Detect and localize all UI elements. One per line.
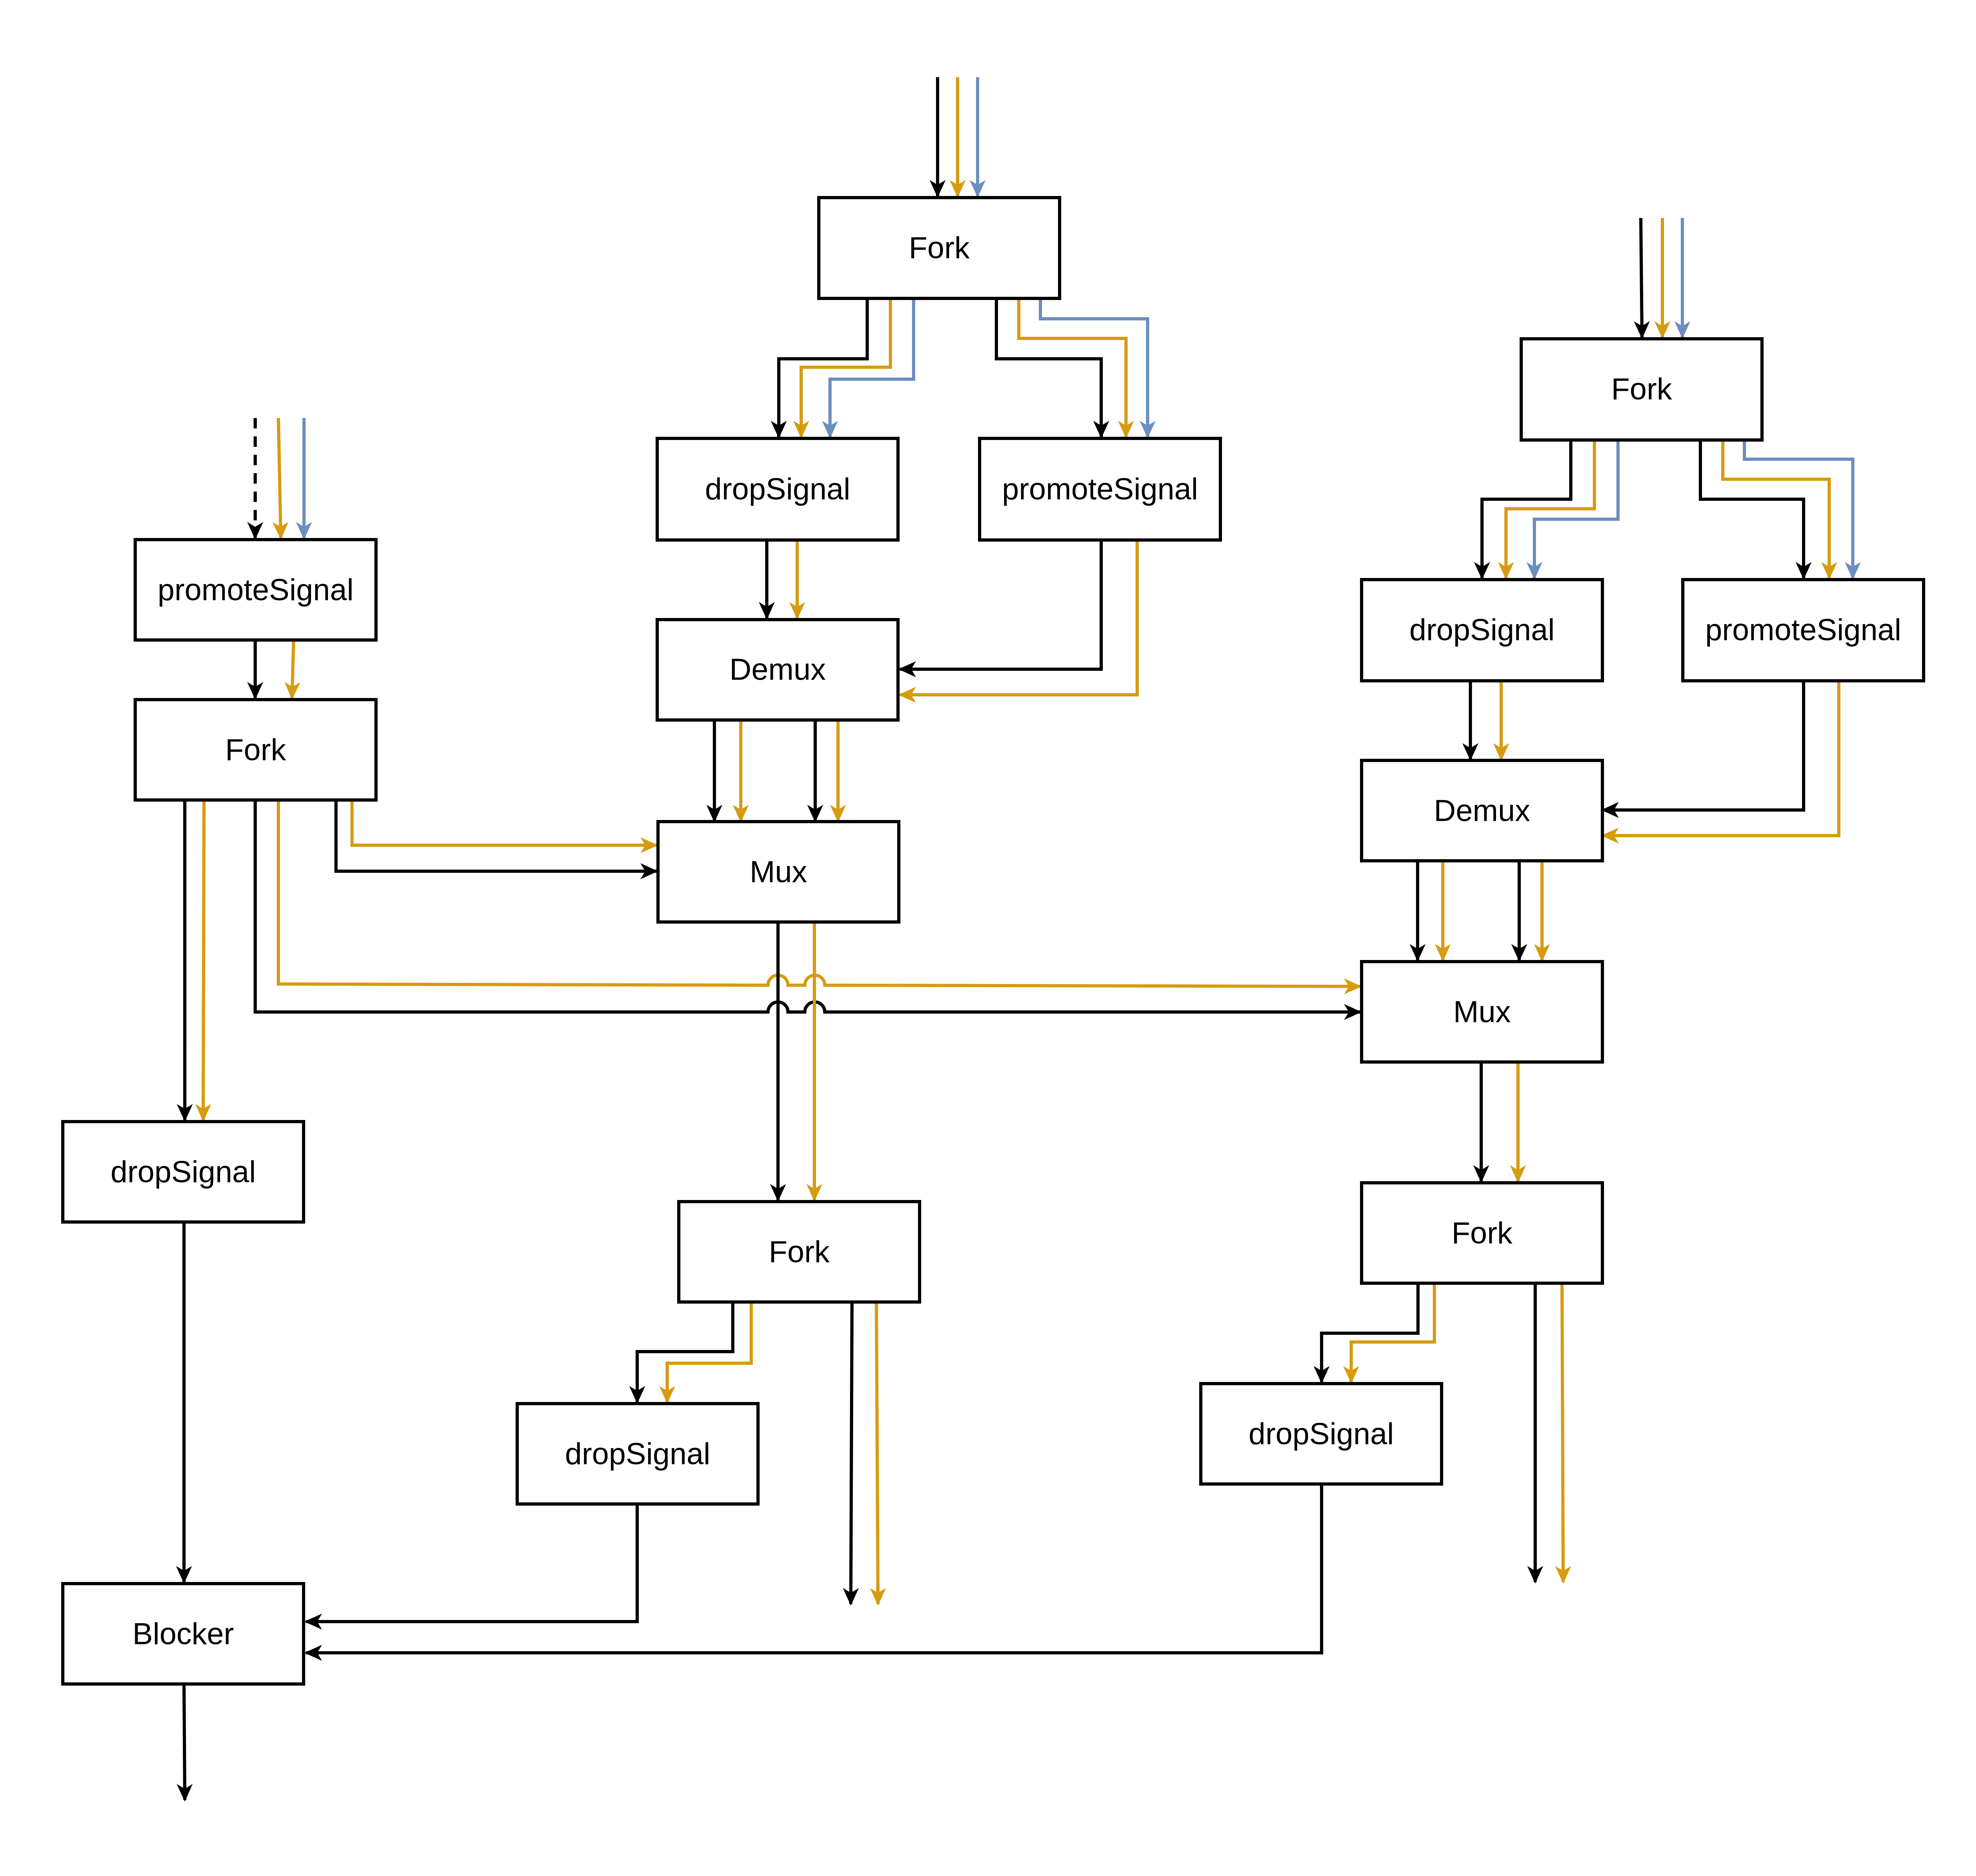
drop-signal-block-top: dropSignal [656,437,900,542]
wire-black-fork-to-drop [771,298,869,438]
wire-orange-fork-mid-output [870,1302,886,1606]
demux-block-right: Demux [1360,759,1604,862]
block-label: promoteSignal [1002,472,1198,506]
wire-black-right-input [1634,218,1650,339]
block-label: dropSignal [1409,613,1554,647]
demux-block-mid: Demux [656,618,900,722]
wire-blue-fork-right-to-promote [1743,440,1861,580]
wire-black-fork-right-to-promote [1699,440,1812,580]
block-label: Blocker [132,1617,234,1651]
fork-block-right-bottom: Fork [1360,1181,1604,1285]
block-label: Demux [730,653,826,687]
block-label: promoteSignal [1705,613,1901,647]
wire-orange-fork-to-drop-left [195,800,212,1122]
wire-orange-fork-right-to-promote [1721,440,1837,580]
wire-orange-left-input [272,418,289,540]
block-label: dropSignal [705,472,850,506]
block-label: Mux [1453,995,1511,1029]
wire-orange-promote-to-fork-left [284,640,301,700]
block-label: Fork [225,733,286,767]
promote-signal-block-right: promoteSignal [1681,578,1925,682]
wire-black-fork-left-to-mux [334,800,658,879]
wire-black-drop-right-to-blocker [304,1484,1323,1661]
block-label: dropSignal [565,1437,710,1471]
fork-block-right: Fork [1520,337,1764,442]
fork-block-left: Fork [134,698,378,802]
wire-orange-fork-left-to-mux-right [277,800,1362,994]
block-label: promoteSignal [158,573,354,607]
wire-orange-promote-right-to-demux [1601,681,1840,844]
wire-black-fork-right-bottom-to-drop [1314,1283,1420,1384]
wire-black-fork-mid-output [843,1302,859,1606]
wire-orange-fork-mid-to-drop [659,1302,753,1404]
promote-signal-block-left: promoteSignal [134,538,378,642]
wire-orange-fork-to-drop [793,298,892,438]
wire-black-fork-right-to-drop [1474,440,1572,580]
block-label: dropSignal [1248,1417,1394,1451]
mux-block-mid: Mux [656,820,900,924]
wire-black-fork-to-promote [995,298,1109,438]
wires [176,77,1861,1802]
wire-orange-fork-right-to-drop [1498,440,1596,580]
promote-signal-block-top: promoteSignal [978,437,1222,542]
wire-orange-promote-to-demux [898,540,1139,703]
block-label: Fork [769,1235,830,1269]
wire-black-promote-right-to-demux [1601,681,1805,818]
wire-orange-fork-to-promote [1017,298,1134,438]
blocker-block: Blocker [61,1582,305,1686]
wire-black-promote-to-demux [898,540,1103,677]
block-label: Demux [1434,794,1530,828]
drop-signal-block-left: dropSignal [61,1120,305,1224]
drop-signal-block-right-bottom: dropSignal [1199,1382,1443,1486]
block-label: Fork [1611,372,1672,406]
drop-signal-block-mid-bottom: dropSignal [516,1402,760,1506]
wire-orange-fork-left-to-mux [350,800,658,853]
wire-blue-fork-to-promote [1039,298,1156,438]
block-label: dropSignal [110,1155,256,1189]
block-label: Mux [750,855,807,889]
block-label: Fork [909,231,970,265]
fork-block-mid-bottom: Fork [677,1200,921,1304]
fork-block-top: Fork [817,196,1061,300]
wire-orange-fork-right-bottom-output [1555,1283,1571,1584]
wire-black-blocker-output [176,1684,193,1802]
wire-blue-fork-to-drop [822,298,915,438]
wire-black-fork-left-to-mux-right [254,800,1362,1020]
wire-blue-fork-right-to-drop [1526,440,1620,580]
block-label: Fork [1452,1216,1513,1250]
wire-orange-fork-right-bottom-to-drop [1343,1283,1436,1384]
wire-black-drop-mid-to-blocker [304,1504,639,1630]
drop-signal-block-right: dropSignal [1360,578,1604,682]
mux-block-right: Mux [1360,960,1604,1064]
wire-black-fork-mid-to-drop [629,1302,734,1404]
